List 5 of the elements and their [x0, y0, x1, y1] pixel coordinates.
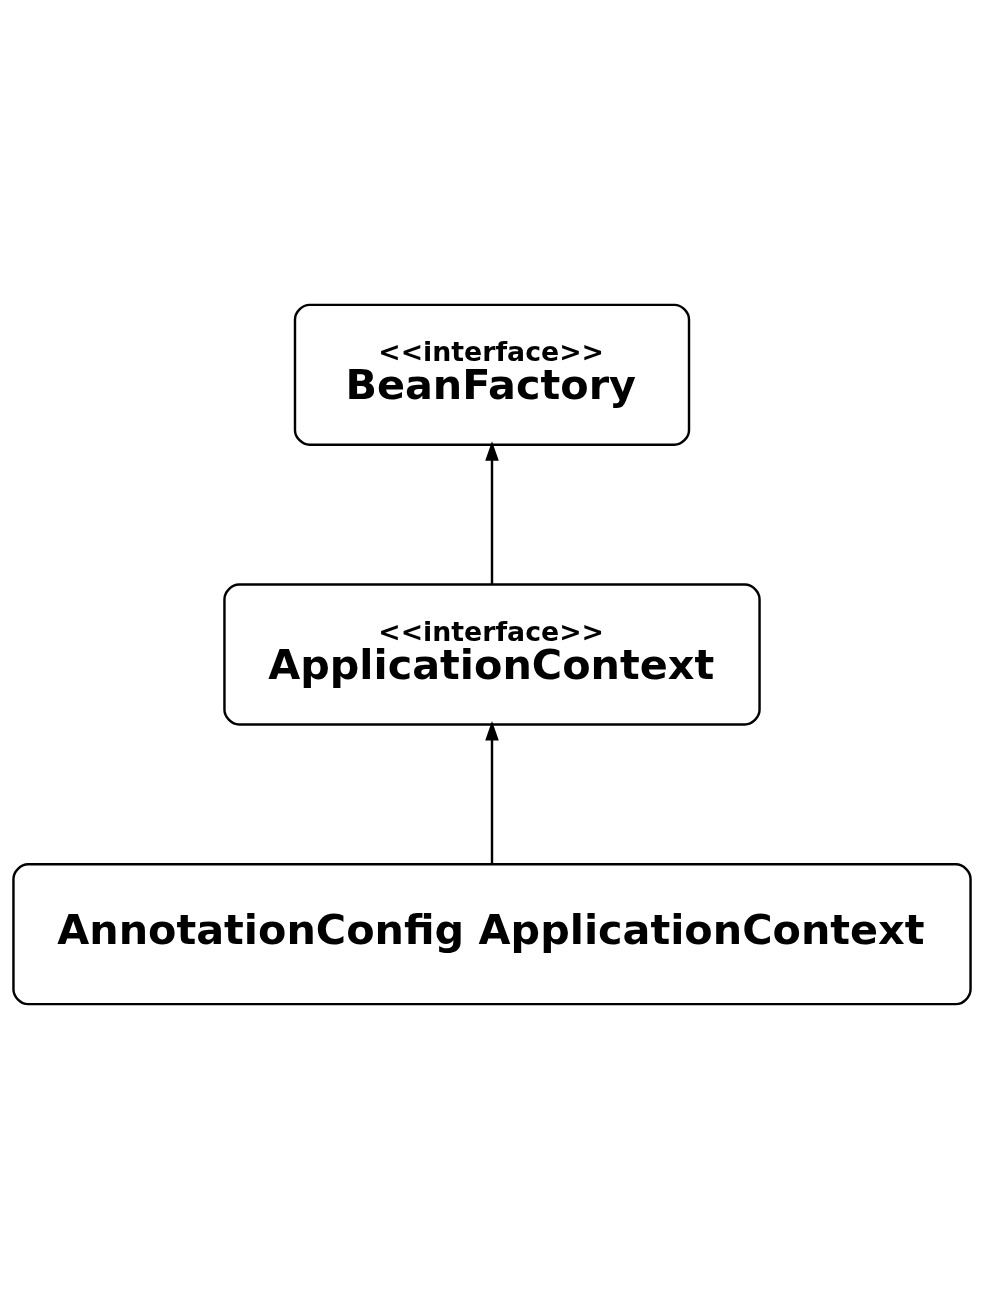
- node-box: AnnotationConfig ApplicationContext: [12, 862, 972, 1005]
- node-box: <<interface>> BeanFactory: [293, 303, 691, 446]
- arrow: [485, 440, 499, 584]
- arrow: [485, 720, 499, 864]
- node-box: <<interface>> ApplicationContext: [223, 582, 761, 726]
